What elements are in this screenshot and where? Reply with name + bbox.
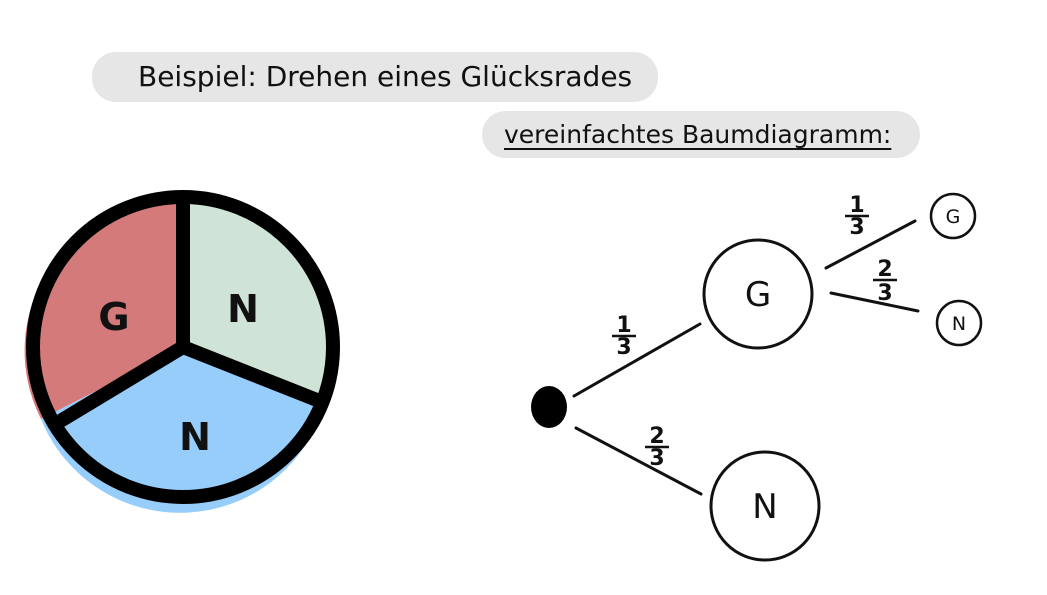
- tree-node-n: [709, 450, 821, 562]
- tree-node-g: [702, 238, 814, 350]
- fraction-denominator: 3: [649, 446, 664, 471]
- wheel-label-n-bottom: N: [179, 415, 211, 459]
- fraction-denominator: 3: [849, 215, 864, 240]
- branch-probability-n: 2 3: [645, 424, 669, 471]
- subtitle-banner: vereinfachtes Baumdiagramm:: [482, 111, 920, 158]
- fraction-numerator: 2: [877, 257, 892, 282]
- title-banner: Beispiel: Drehen eines Glücksrades: [92, 52, 658, 102]
- fraction-numerator: 1: [849, 193, 864, 218]
- wheel-label-n-top: N: [227, 287, 259, 331]
- page-title: Beispiel: Drehen eines Glücksrades: [138, 60, 633, 93]
- sub-branch-line-g: [824, 219, 917, 270]
- wheel-label-g: G: [98, 295, 129, 339]
- fraction-denominator: 3: [616, 335, 631, 360]
- sub-branch-probability-n: 2 3: [873, 257, 897, 306]
- branch-probability-g: 1 3: [612, 313, 636, 360]
- tree-leaf-n-label: N: [952, 313, 966, 335]
- tree-root-node: [531, 386, 567, 428]
- tree-leaf-g: [929, 192, 977, 240]
- branch-line-g: [572, 322, 702, 398]
- tree-node-g-label: G: [745, 275, 771, 315]
- wheel-rim: [26, 190, 340, 504]
- fraction-numerator: 2: [649, 424, 664, 449]
- tree-diagram: 1 3 2 3 G N 1 3 2 3 G N: [531, 192, 983, 562]
- tree-leaf-g-label: G: [946, 206, 961, 228]
- sub-branch-line-n: [829, 291, 920, 313]
- fraction-numerator: 1: [616, 313, 631, 338]
- wheel-divider-left: [55, 340, 190, 427]
- wheel-of-fortune: G N N: [24, 190, 340, 513]
- fraction-denominator: 3: [877, 281, 892, 306]
- branch-line-n: [574, 426, 703, 496]
- tree-leaf-n: [935, 299, 983, 347]
- tree-node-n-label: N: [752, 487, 777, 527]
- page-subtitle: vereinfachtes Baumdiagramm:: [504, 120, 892, 149]
- sub-branch-probability-g: 1 3: [845, 193, 869, 240]
- wheel-divider-right: [176, 340, 329, 409]
